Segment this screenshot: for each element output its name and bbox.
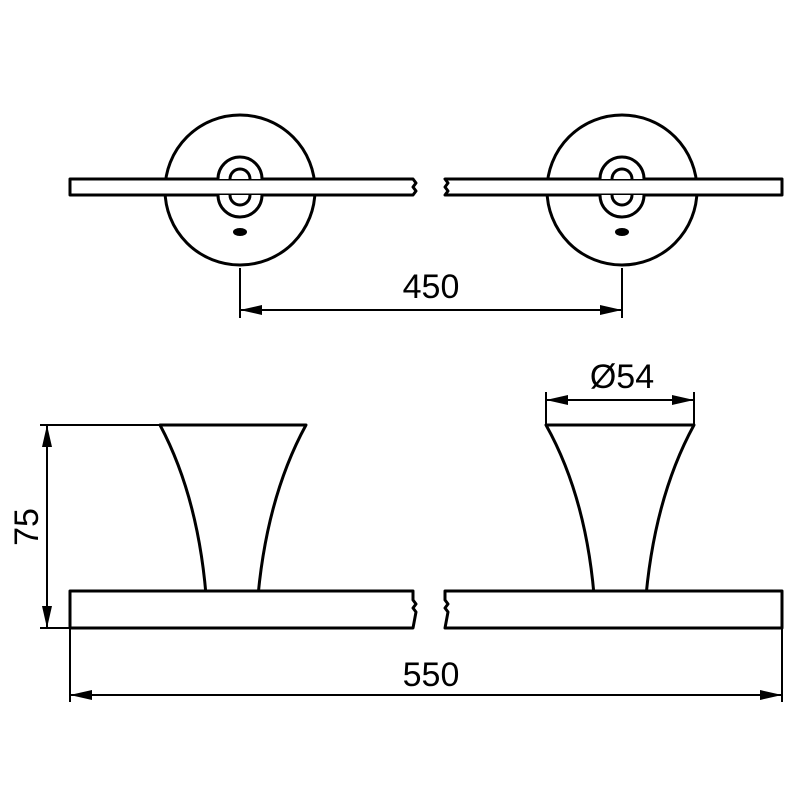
dimension-550: 550 xyxy=(69,628,783,702)
top-rail-right xyxy=(443,177,784,197)
left-bracket xyxy=(158,423,308,610)
front-rail-left xyxy=(68,589,418,630)
dimension-diameter: Ø54 xyxy=(545,358,695,425)
left-set-screw xyxy=(233,228,247,236)
dimension-450: 450 xyxy=(239,268,623,318)
dimension-75-label: 75 xyxy=(8,508,46,546)
dimension-450-label: 450 xyxy=(403,268,460,306)
left-fixing xyxy=(216,155,264,236)
top-view: 450 xyxy=(68,113,784,318)
dimension-75: 75 xyxy=(8,424,160,629)
dimension-diameter-label: Ø54 xyxy=(590,358,654,396)
top-rail-left xyxy=(68,177,418,197)
front-rail-right xyxy=(443,589,784,630)
right-bracket xyxy=(544,423,696,610)
right-fixing xyxy=(598,155,646,236)
right-set-screw xyxy=(615,228,629,236)
front-view: 75 Ø54 550 xyxy=(8,358,784,702)
dimension-550-label: 550 xyxy=(403,656,460,694)
